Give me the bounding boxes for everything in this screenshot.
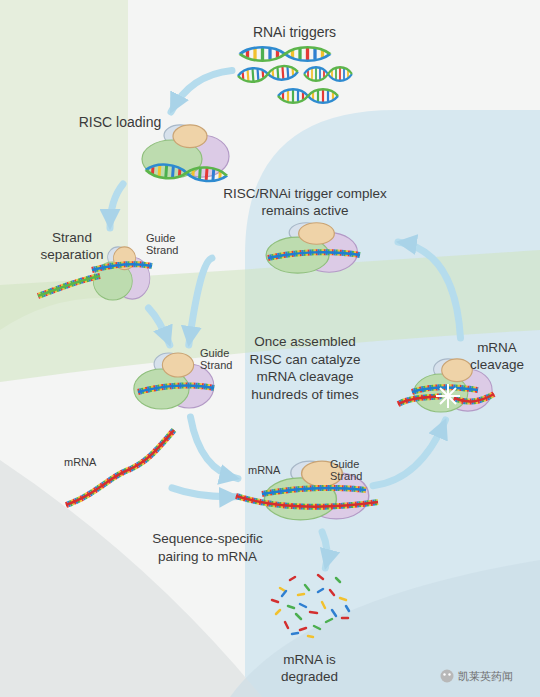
base [398, 396, 442, 404]
watermark-icon [441, 670, 454, 683]
cycle-arrow [191, 417, 239, 479]
stage-group: RISC loading [70, 112, 235, 184]
annotation-text: Sequence-specific pairing to mRNA [135, 530, 280, 565]
base [236, 496, 378, 507]
stage-label: RNAi triggers [232, 24, 357, 41]
cycle-arrow [171, 71, 232, 112]
base [398, 396, 442, 404]
rna-backbone [138, 385, 214, 392]
stage-label: RISC/RNAi trigger complex remains active [212, 186, 398, 219]
passenger-strand [38, 276, 100, 296]
cycle-arrow [149, 308, 170, 345]
stage-group: RNAi triggers [232, 22, 357, 106]
base [138, 385, 214, 392]
risc-complex [266, 223, 357, 273]
stage-group: Guide Strand [130, 345, 238, 417]
rna-duplex [304, 67, 352, 81]
base [398, 396, 442, 404]
base [236, 496, 378, 507]
cycle-arrow [189, 258, 212, 345]
stage-label: mRNA [248, 464, 288, 476]
base [262, 488, 366, 494]
stage-label: Guide Strand [330, 458, 372, 482]
cycle-arrow [398, 242, 461, 338]
guide-strand [92, 264, 152, 270]
annotation-text: Once assembled RISC can catalyze mRNA cl… [247, 333, 363, 403]
stage-group: Strand separation Guide Strand [30, 228, 190, 308]
base [138, 385, 214, 392]
base [268, 252, 360, 258]
rna-backbone [38, 276, 100, 296]
base [262, 488, 366, 494]
base [412, 387, 478, 392]
base [262, 488, 366, 494]
base [268, 252, 360, 258]
rna-duplex [238, 65, 299, 83]
rna-backbone [262, 488, 366, 494]
rna-duplex [240, 47, 330, 61]
stage-label: Strand separation [32, 230, 112, 263]
background-region [0, 460, 262, 697]
guide-strand [268, 252, 360, 258]
cycle-arrow [172, 488, 238, 497]
fragment [276, 588, 346, 637]
stage-label: mRNA cleavage [466, 340, 528, 373]
cycle-arrow [322, 532, 327, 568]
base [92, 264, 152, 270]
base [398, 396, 442, 404]
stage-label: Guide Strand [200, 347, 238, 371]
stage-label: Guide Strand [146, 232, 190, 256]
base [412, 387, 478, 392]
stage-label: RISC loading [70, 114, 170, 131]
base [262, 488, 366, 494]
stage-group: mRNA cleavage [398, 338, 528, 420]
base [236, 496, 378, 507]
guide-strand [138, 385, 214, 392]
fragment [282, 589, 349, 634]
base [38, 276, 100, 296]
rna-duplex [146, 163, 228, 182]
rna-backbone [268, 252, 360, 258]
mrna-strand [236, 496, 378, 507]
cleavage-burst [436, 384, 460, 408]
stage-group: mRNA Guide Strand [238, 456, 373, 532]
cycle-arrow [373, 420, 446, 486]
fragment [288, 578, 340, 629]
base [412, 387, 478, 392]
fragment [272, 575, 348, 630]
guide-strand [262, 488, 366, 494]
stage-group: RISC/RNAi trigger complex remains active [212, 184, 398, 274]
cycle-arrow [110, 184, 123, 228]
rna-backbone [236, 496, 378, 507]
stage-label: mRNA is degraded [272, 652, 347, 685]
base [412, 387, 478, 392]
stage-group: mRNA [62, 428, 172, 508]
stage-group: mRNA is degraded [262, 568, 357, 692]
base [92, 264, 152, 270]
guide-strand [412, 387, 478, 392]
mrna-fragments [272, 575, 349, 637]
base [92, 264, 152, 270]
base [92, 264, 152, 270]
base [236, 496, 378, 507]
stage-label: mRNA [64, 456, 104, 468]
rna-backbone [412, 387, 478, 392]
watermark-icon [448, 673, 450, 675]
base [38, 276, 100, 296]
rna-backbone [398, 396, 442, 404]
rna-backbone [92, 264, 152, 270]
base [138, 385, 214, 392]
rna-duplex [278, 89, 338, 103]
watermark-icon [443, 673, 445, 675]
base [268, 252, 360, 258]
base [38, 276, 100, 296]
base [268, 252, 360, 258]
base [38, 276, 100, 296]
base [138, 385, 214, 392]
watermark: 凯莱英药闻 [458, 668, 530, 686]
background-region [230, 560, 540, 697]
